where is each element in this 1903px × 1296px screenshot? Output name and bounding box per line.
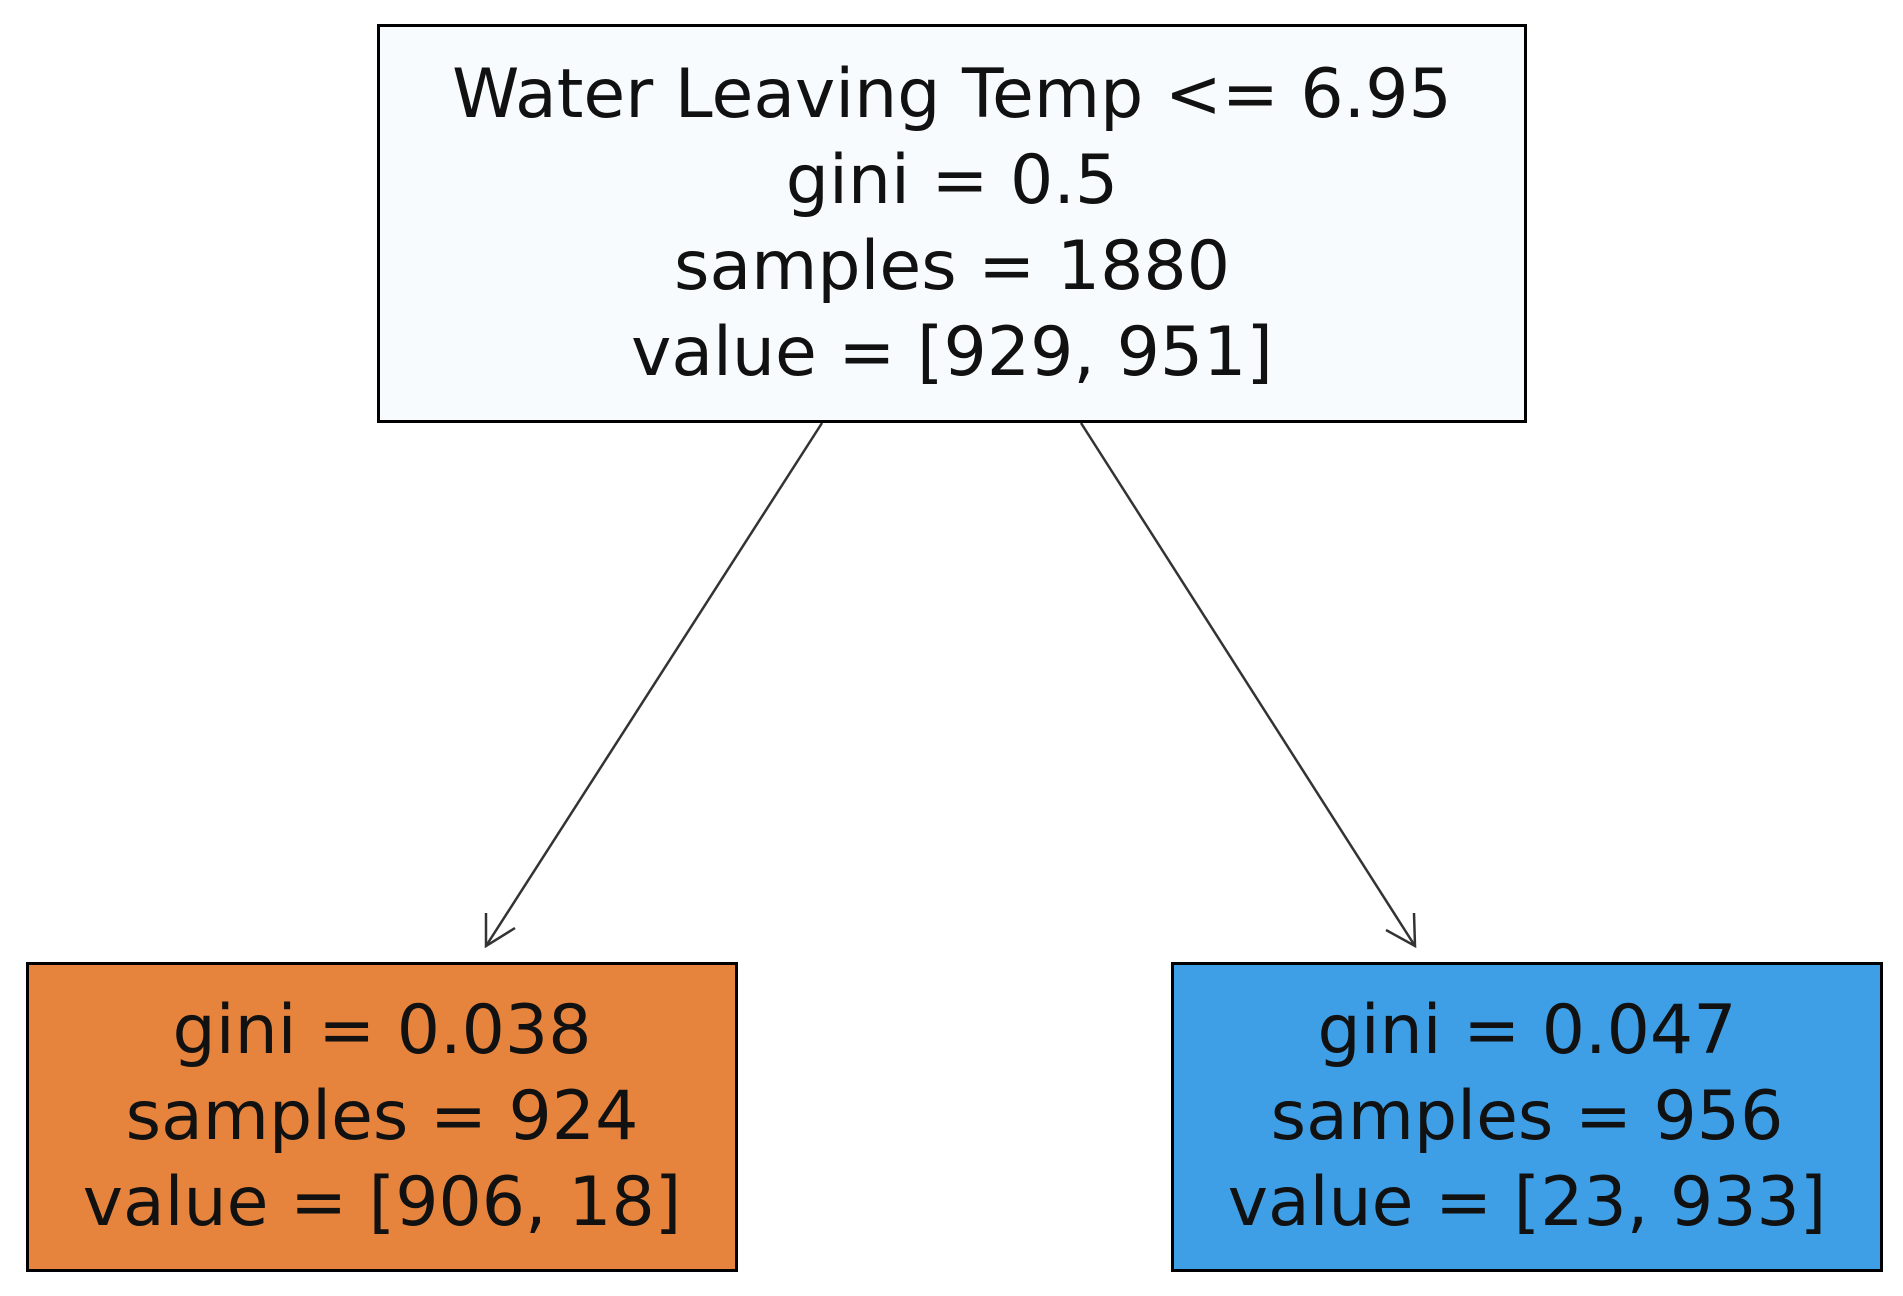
root-node: Water Leaving Temp <= 6.95 gini = 0.5 sa…	[377, 24, 1527, 423]
edge-root-to-right	[1079, 422, 1417, 949]
root-split-condition: Water Leaving Temp <= 6.95	[452, 54, 1452, 134]
left-gini: gini = 0.038	[172, 991, 592, 1070]
right-samples: samples = 956	[1270, 1077, 1784, 1156]
right-value: value = [23, 933]	[1227, 1163, 1827, 1242]
arrowhead-left	[484, 913, 516, 949]
left-value: value = [906, 18]	[82, 1163, 682, 1242]
right-leaf-node: gini = 0.047 samples = 956 value = [23, …	[1171, 962, 1883, 1272]
left-leaf-node: gini = 0.038 samples = 924 value = [906,…	[26, 962, 738, 1272]
root-value: value = [929, 951]	[631, 312, 1273, 392]
root-samples: samples = 1880	[674, 226, 1230, 306]
edge-root-to-left	[484, 422, 824, 949]
root-gini: gini = 0.5	[785, 140, 1119, 220]
left-samples: samples = 924	[125, 1077, 639, 1156]
arrowhead-right	[1385, 912, 1417, 949]
right-gini: gini = 0.047	[1317, 991, 1737, 1070]
